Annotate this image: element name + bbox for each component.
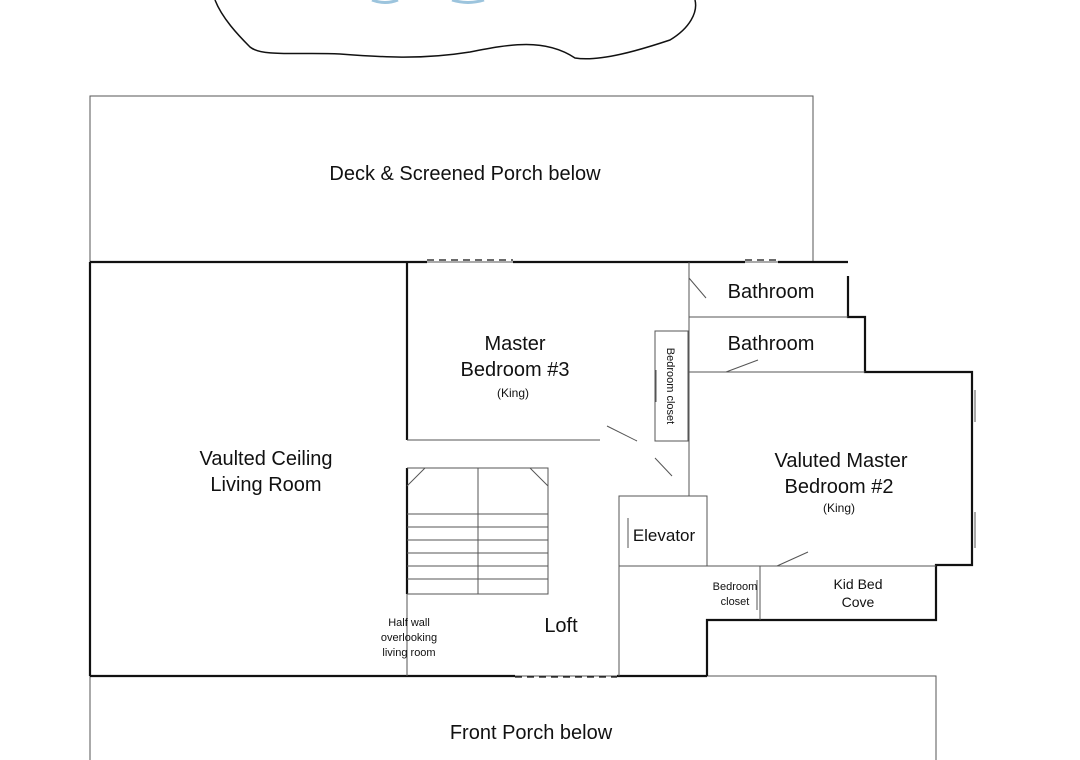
pool-water-mark	[371, 0, 485, 4]
half-wall-label-line2: overlooking	[381, 632, 437, 644]
master-bedroom-3-label-line2: Bedroom #3	[461, 359, 570, 381]
deck-label: Deck & Screened Porch below	[329, 163, 601, 185]
interior-walls	[406, 262, 936, 676]
master-bedroom-2-label-line1: Valuted Master	[774, 450, 907, 472]
elevator-label: Elevator	[633, 526, 696, 545]
staircase	[406, 467, 549, 595]
bathroom-2-label: Bathroom	[728, 333, 815, 355]
half-wall-label-line3: living room	[382, 647, 435, 659]
door-swings	[606, 277, 809, 610]
exterior-walls	[88, 260, 974, 678]
master-bedroom-2-label-line2: Bedroom #2	[785, 476, 894, 498]
living-room-label-line2: Living Room	[210, 474, 321, 496]
living-room-label-line1: Vaulted Ceiling	[199, 448, 332, 470]
closet-2-label-line1: Bedroom	[713, 581, 758, 593]
pool-outline	[214, 0, 697, 60]
master-bedroom-2-bed-label: (King)	[823, 501, 855, 515]
half-wall-label-line1: Half wall	[388, 617, 430, 629]
deck-outline	[89, 95, 814, 263]
master-bedroom-3-bed-label: (King)	[497, 386, 529, 400]
closet-2-label-line2: closet	[721, 596, 750, 608]
front-porch-label: Front Porch below	[450, 722, 613, 744]
loft-label: Loft	[544, 615, 578, 637]
closet-vertical-label: Bedroom closet	[664, 348, 676, 424]
bathroom-1-label: Bathroom	[728, 281, 815, 303]
front-porch-outline	[89, 675, 937, 760]
windows	[427, 259, 778, 678]
master-bedroom-3-label-line1: Master	[484, 333, 545, 355]
kid-bed-cove-label-line2: Cove	[842, 594, 875, 610]
kid-bed-cove-label-line1: Kid Bed	[833, 576, 882, 592]
